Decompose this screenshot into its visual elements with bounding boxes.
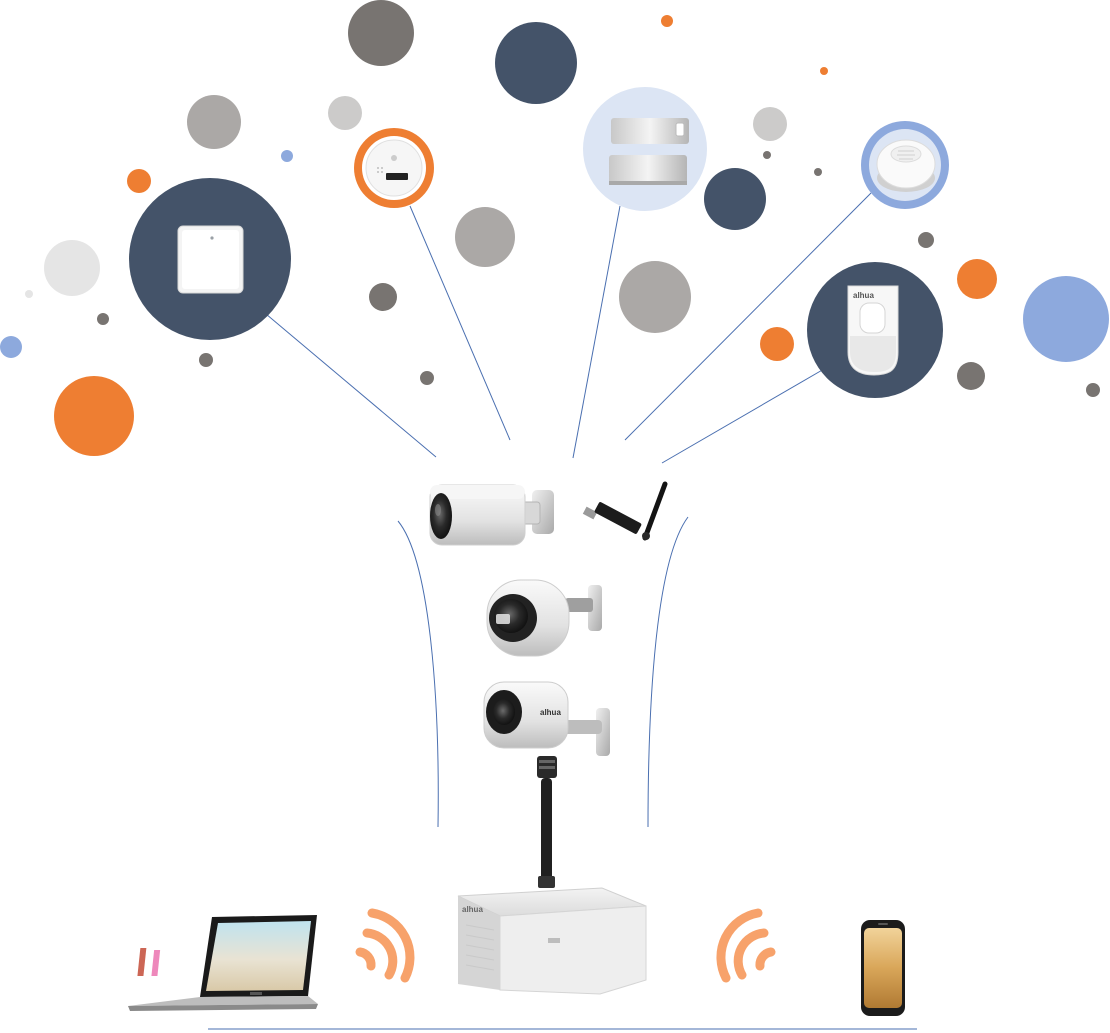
bullet-camera-2 [486,579,602,657]
door-contact-node [583,87,707,211]
bubble [814,168,822,176]
bullet-camera-icon [429,484,554,546]
bubble [1086,383,1100,397]
usb-antenna-icon [582,481,668,541]
bubble [1023,276,1109,362]
smartphone-icon [861,920,905,1016]
bubble [54,376,134,456]
bubble [820,67,828,75]
wifi-signal-right [716,908,776,983]
bubble [199,353,213,367]
connector-line [661,368,825,464]
bubble [369,283,397,311]
smoke-detector-node [861,121,949,209]
bubble [763,151,771,159]
connector-lines [208,192,917,1030]
bubble [760,327,794,361]
bubble [281,150,293,162]
bubble [127,169,151,193]
bubble [348,0,414,66]
decorative-bubbles [0,0,1109,456]
wifi-icon [716,908,776,983]
bubble [704,168,766,230]
bubble [420,371,434,385]
wifi-dongle [582,481,668,541]
smoke-detector-icon [876,139,936,192]
nvr-recorder: alhua [457,887,647,995]
bubble [0,336,22,358]
brand-logo: alhua [853,291,874,300]
connector-line [624,192,872,441]
wifi-signal-left [355,908,415,983]
smartphone [861,920,905,1016]
brand-logo: alhua [540,708,561,717]
bubble [957,362,985,390]
door-contact-icon [609,118,689,185]
connector-line [409,205,511,441]
bubble [328,96,362,130]
pir-motion-sensor-node: alhua [807,262,943,398]
laptop [128,915,318,1011]
connector-line [647,516,689,828]
antenna-cable [537,756,557,888]
bubble [957,259,997,299]
brand-logo: alhua [462,905,483,914]
bubble [44,240,100,296]
bubble [495,22,577,104]
connector-line [397,520,439,828]
bubble [918,232,934,248]
connector-line [572,205,621,459]
wifi-icon [355,908,415,983]
nvr-icon: alhua [457,887,647,995]
repeater-icon [177,225,244,294]
bubble [187,95,241,149]
laptop-icon [128,915,318,1011]
bubble [619,261,691,333]
bubble [455,207,515,267]
bullet-camera-icon [486,579,602,657]
bubble [753,107,787,141]
connector-line [265,313,437,458]
pir-sensor-icon: alhua [847,285,899,376]
bullet-camera-3: alhua [483,681,610,756]
co-detector-icon [365,139,423,197]
wireless-repeater-node [129,178,291,340]
bubble [25,290,33,298]
bubble [97,313,109,325]
bullet-camera-icon: alhua [483,681,610,756]
bubble [661,15,673,27]
bullet-camera-1 [429,484,554,546]
co-detector-node [354,128,434,208]
